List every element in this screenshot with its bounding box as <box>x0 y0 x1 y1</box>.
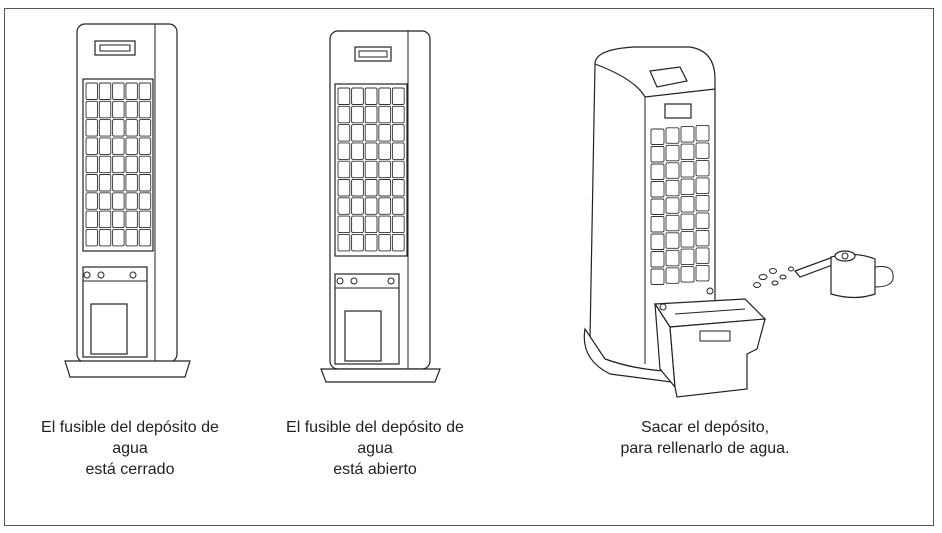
caption-line: está cerrado <box>85 461 175 478</box>
grille <box>85 82 152 247</box>
caption-latch-open: El fusible del depósito de agua está abi… <box>255 417 495 480</box>
air-cooler-refill-illustration <box>583 46 894 398</box>
instruction-figure: El fusible del depósito de agua está cer… <box>4 8 934 526</box>
caption-line: El fusible del depósito de <box>286 419 464 436</box>
panel-latch-open: El fusible del depósito de agua está abi… <box>255 9 495 525</box>
air-cooler-open-illustration <box>320 30 441 383</box>
grille <box>650 124 710 285</box>
caption-line: El fusible del depósito de <box>41 419 219 436</box>
caption-line: Sacar el depósito, <box>640 419 770 436</box>
grille <box>337 87 405 252</box>
caption-latch-closed: El fusible del depósito de agua está cer… <box>5 417 255 480</box>
panel-refill-tank: Sacar el depósito, para rellenarlo de ag… <box>495 9 933 525</box>
caption-refill-tank: Sacar el depósito, para rellenarlo de ag… <box>495 417 915 459</box>
caption-line: agua <box>112 440 148 457</box>
panel-latch-closed: El fusible del depósito de agua está cer… <box>5 9 255 525</box>
air-cooler-closed-illustration <box>64 23 191 378</box>
water-drops <box>753 266 794 288</box>
watering-can-icon <box>793 250 894 299</box>
caption-line: para rellenarlo de agua. <box>620 440 790 457</box>
caption-line: agua <box>357 440 393 457</box>
caption-line: está abierto <box>333 461 417 478</box>
